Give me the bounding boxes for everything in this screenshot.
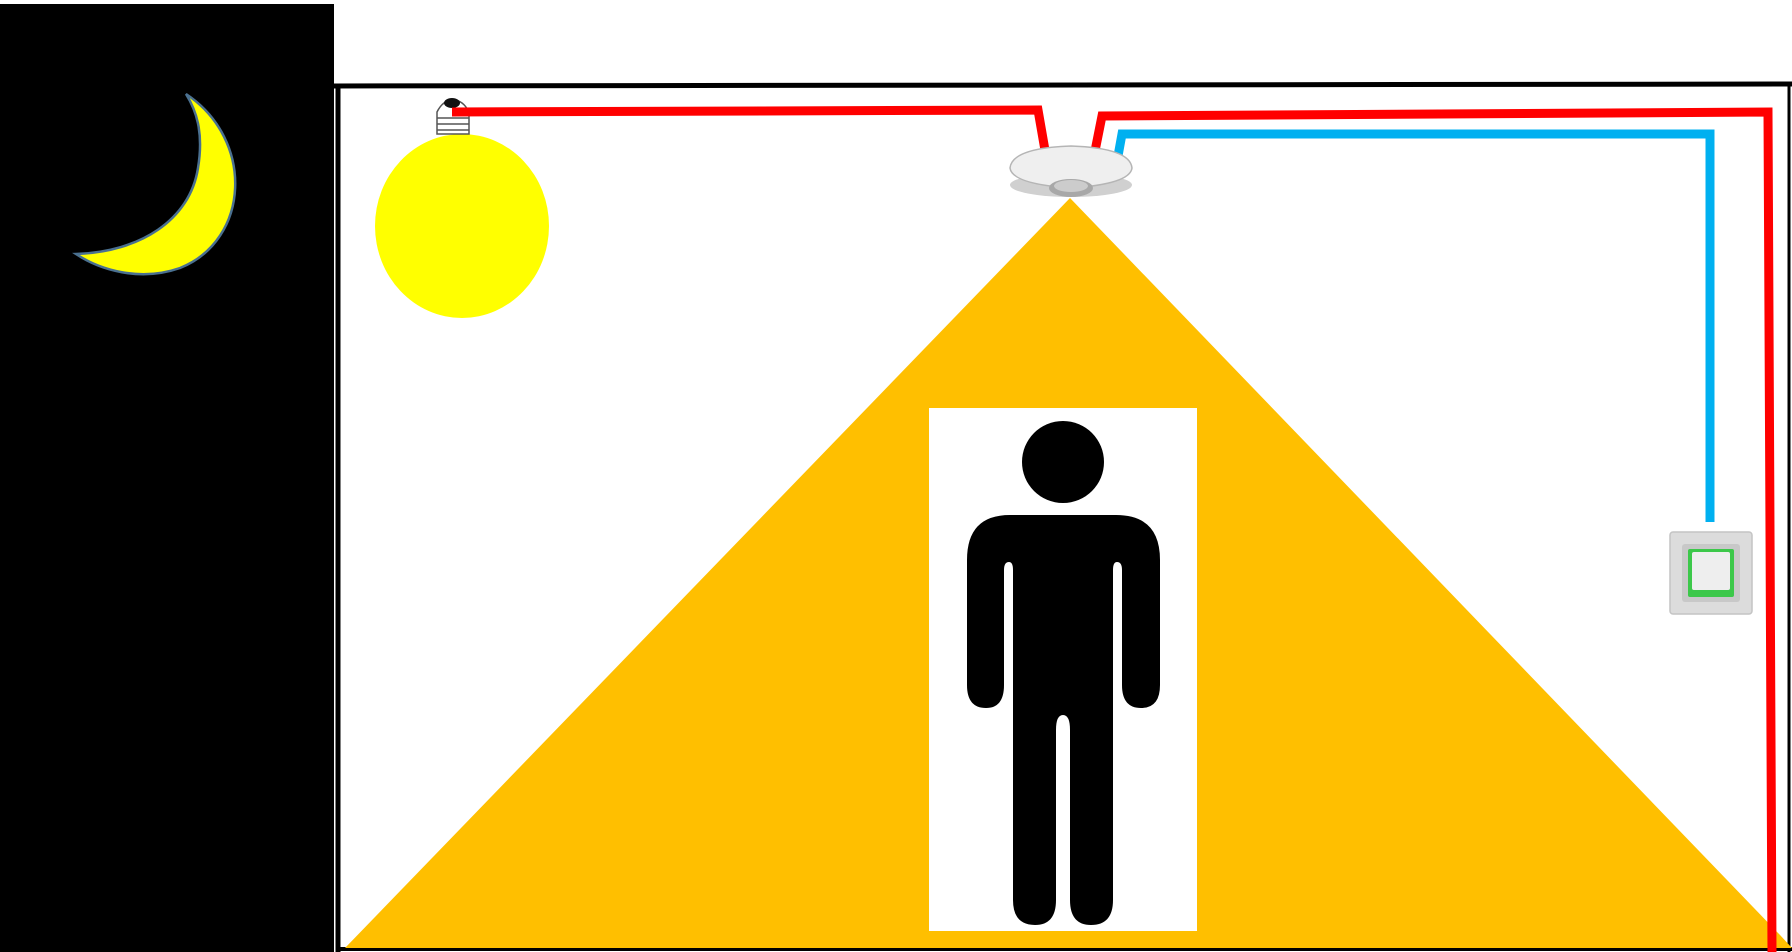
motion-sensor-icon <box>1009 145 1133 197</box>
night-sky <box>0 4 334 952</box>
wall-switch-icon <box>1669 531 1753 615</box>
live-wire <box>451 105 1777 952</box>
switched-wire <box>1113 129 1715 522</box>
room-wall <box>333 81 1792 952</box>
person-icon <box>967 421 1160 925</box>
light-bulb-icon <box>375 98 549 318</box>
moon-icon <box>72 92 237 276</box>
